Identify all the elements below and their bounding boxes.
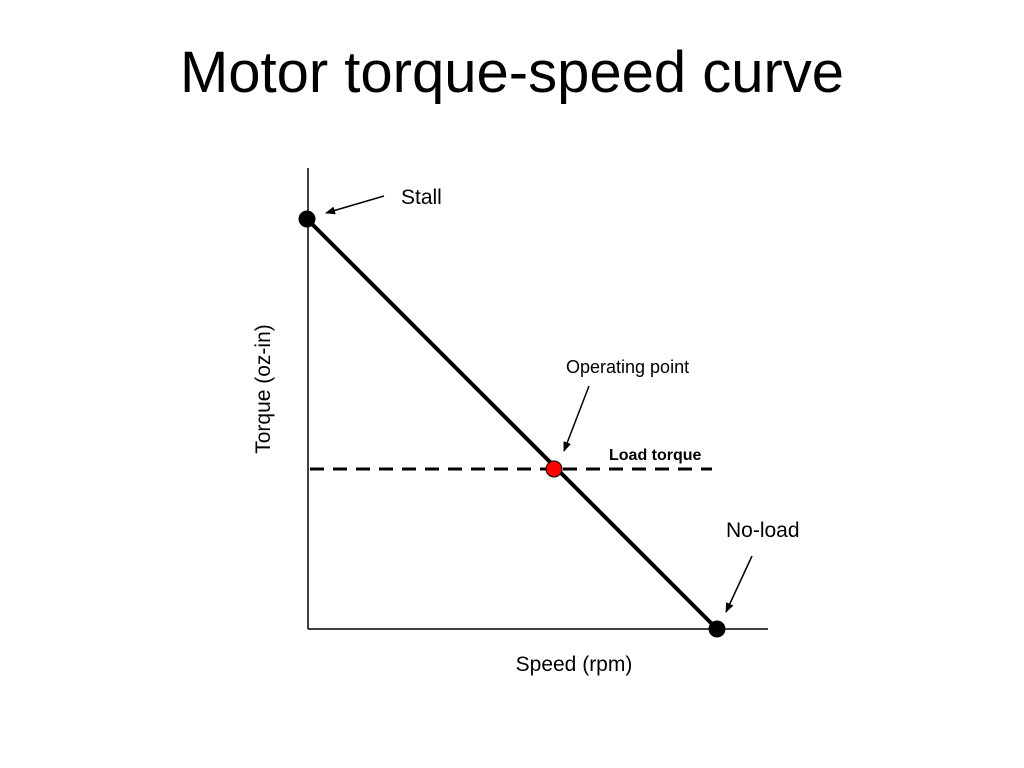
no-load-arrow <box>725 555 753 613</box>
operating-point-arrow <box>563 385 590 452</box>
operating-point-label: Operating point <box>566 357 689 377</box>
load-torque-label: Load torque <box>609 447 702 464</box>
page-title: Motor torque-speed curve <box>179 40 845 105</box>
stall-point <box>298 210 316 228</box>
no-load-point <box>708 620 726 638</box>
stall-label: Stall <box>401 186 442 209</box>
operating-point <box>545 460 563 478</box>
y-axis-label: Torque (oz-in) <box>252 324 275 454</box>
torque-speed-line <box>305 217 719 631</box>
x-axis-label: Speed (rpm) <box>516 653 633 676</box>
stall-arrow <box>325 195 385 215</box>
no-load-label: No-load <box>726 519 800 542</box>
